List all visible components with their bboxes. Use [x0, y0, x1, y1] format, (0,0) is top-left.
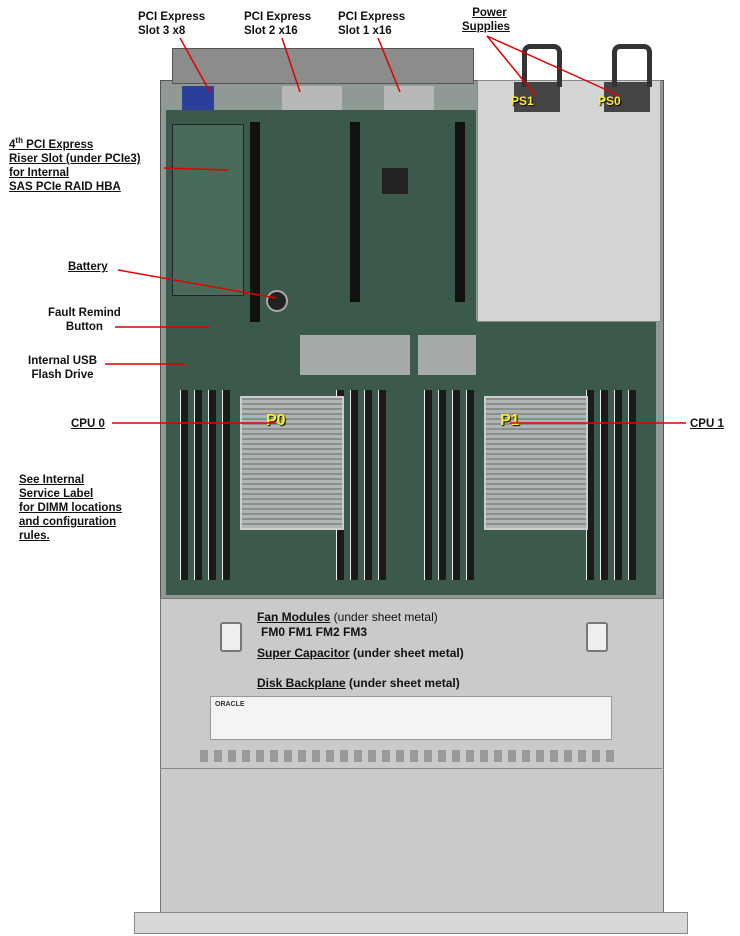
leader-slot1 [377, 37, 401, 93]
cover-latch-left[interactable] [220, 622, 242, 652]
cpu1-label: CPU 1 [690, 418, 724, 430]
leader-ps0 [486, 35, 621, 97]
dimm-slot [424, 390, 432, 580]
ps0-marker: PS0 [598, 94, 621, 108]
dimm-slot [194, 390, 202, 580]
leader-riser [163, 167, 229, 171]
riser-card [172, 124, 244, 296]
service-label: ORACLE [210, 696, 612, 740]
cpu1-marker: P1 [500, 412, 520, 429]
dimm-slot [614, 390, 622, 580]
dimm-slot [600, 390, 608, 580]
ps0-pull-handle [612, 44, 652, 87]
dimm-slot [208, 390, 216, 580]
oracle-logo: ORACLE [215, 701, 245, 708]
fan-modules-label: Fan Modules (under sheet metal) [257, 610, 438, 624]
cpu0-marker: P0 [266, 412, 286, 429]
service-label-note: See Internal Service Label for DIMM loca… [19, 474, 122, 542]
fan-module-list: FM0 FM1 FM2 FM3 [261, 625, 368, 639]
ps1-marker: PS1 [511, 94, 534, 108]
dimm-slot [180, 390, 188, 580]
cpu0-heatsink [240, 396, 344, 530]
disk-backplane-label: Disk Backplane (under sheet metal) [257, 676, 460, 690]
leader-ps1 [486, 35, 537, 97]
riser-slot-label: 4th PCI Express Riser Slot (under PCIe3)… [9, 136, 141, 193]
leader-slot3 [179, 37, 211, 93]
ps1-handle [514, 82, 560, 112]
pcie-slot-2 [350, 122, 360, 302]
ps0-handle [604, 82, 650, 112]
battery-label: Battery [68, 261, 108, 273]
usb-ports [384, 86, 434, 110]
super-capacitor-label: Super Capacitor (under sheet metal) [257, 646, 464, 660]
network-ports [282, 86, 342, 110]
dimm-slot [350, 390, 358, 580]
dimm-slot [438, 390, 446, 580]
pcie-slot-1 [455, 122, 465, 302]
dimm-slot [364, 390, 372, 580]
air-baffle-left [300, 335, 410, 375]
dimm-slot [222, 390, 230, 580]
cover-vent [200, 750, 620, 762]
dimm-slot [378, 390, 386, 580]
cover-seam [160, 768, 662, 769]
battery-coin-cell [266, 290, 288, 312]
chipset-heatsink [382, 168, 408, 194]
pcie-slot-3 [250, 122, 260, 322]
leader-slot2 [281, 37, 301, 93]
front-bezel [134, 912, 688, 934]
power-supply-bay [477, 80, 661, 322]
leader-battery [117, 269, 277, 299]
dimm-slot [452, 390, 460, 580]
rear-panel [172, 48, 474, 84]
ps1-pull-handle [522, 44, 562, 87]
cpu1-heatsink [484, 396, 588, 530]
dimm-slot [466, 390, 474, 580]
cpu0-label: CPU 0 [71, 418, 105, 430]
cover-latch-right[interactable] [586, 622, 608, 652]
air-baffle-right [418, 335, 476, 375]
dimm-slot [628, 390, 636, 580]
